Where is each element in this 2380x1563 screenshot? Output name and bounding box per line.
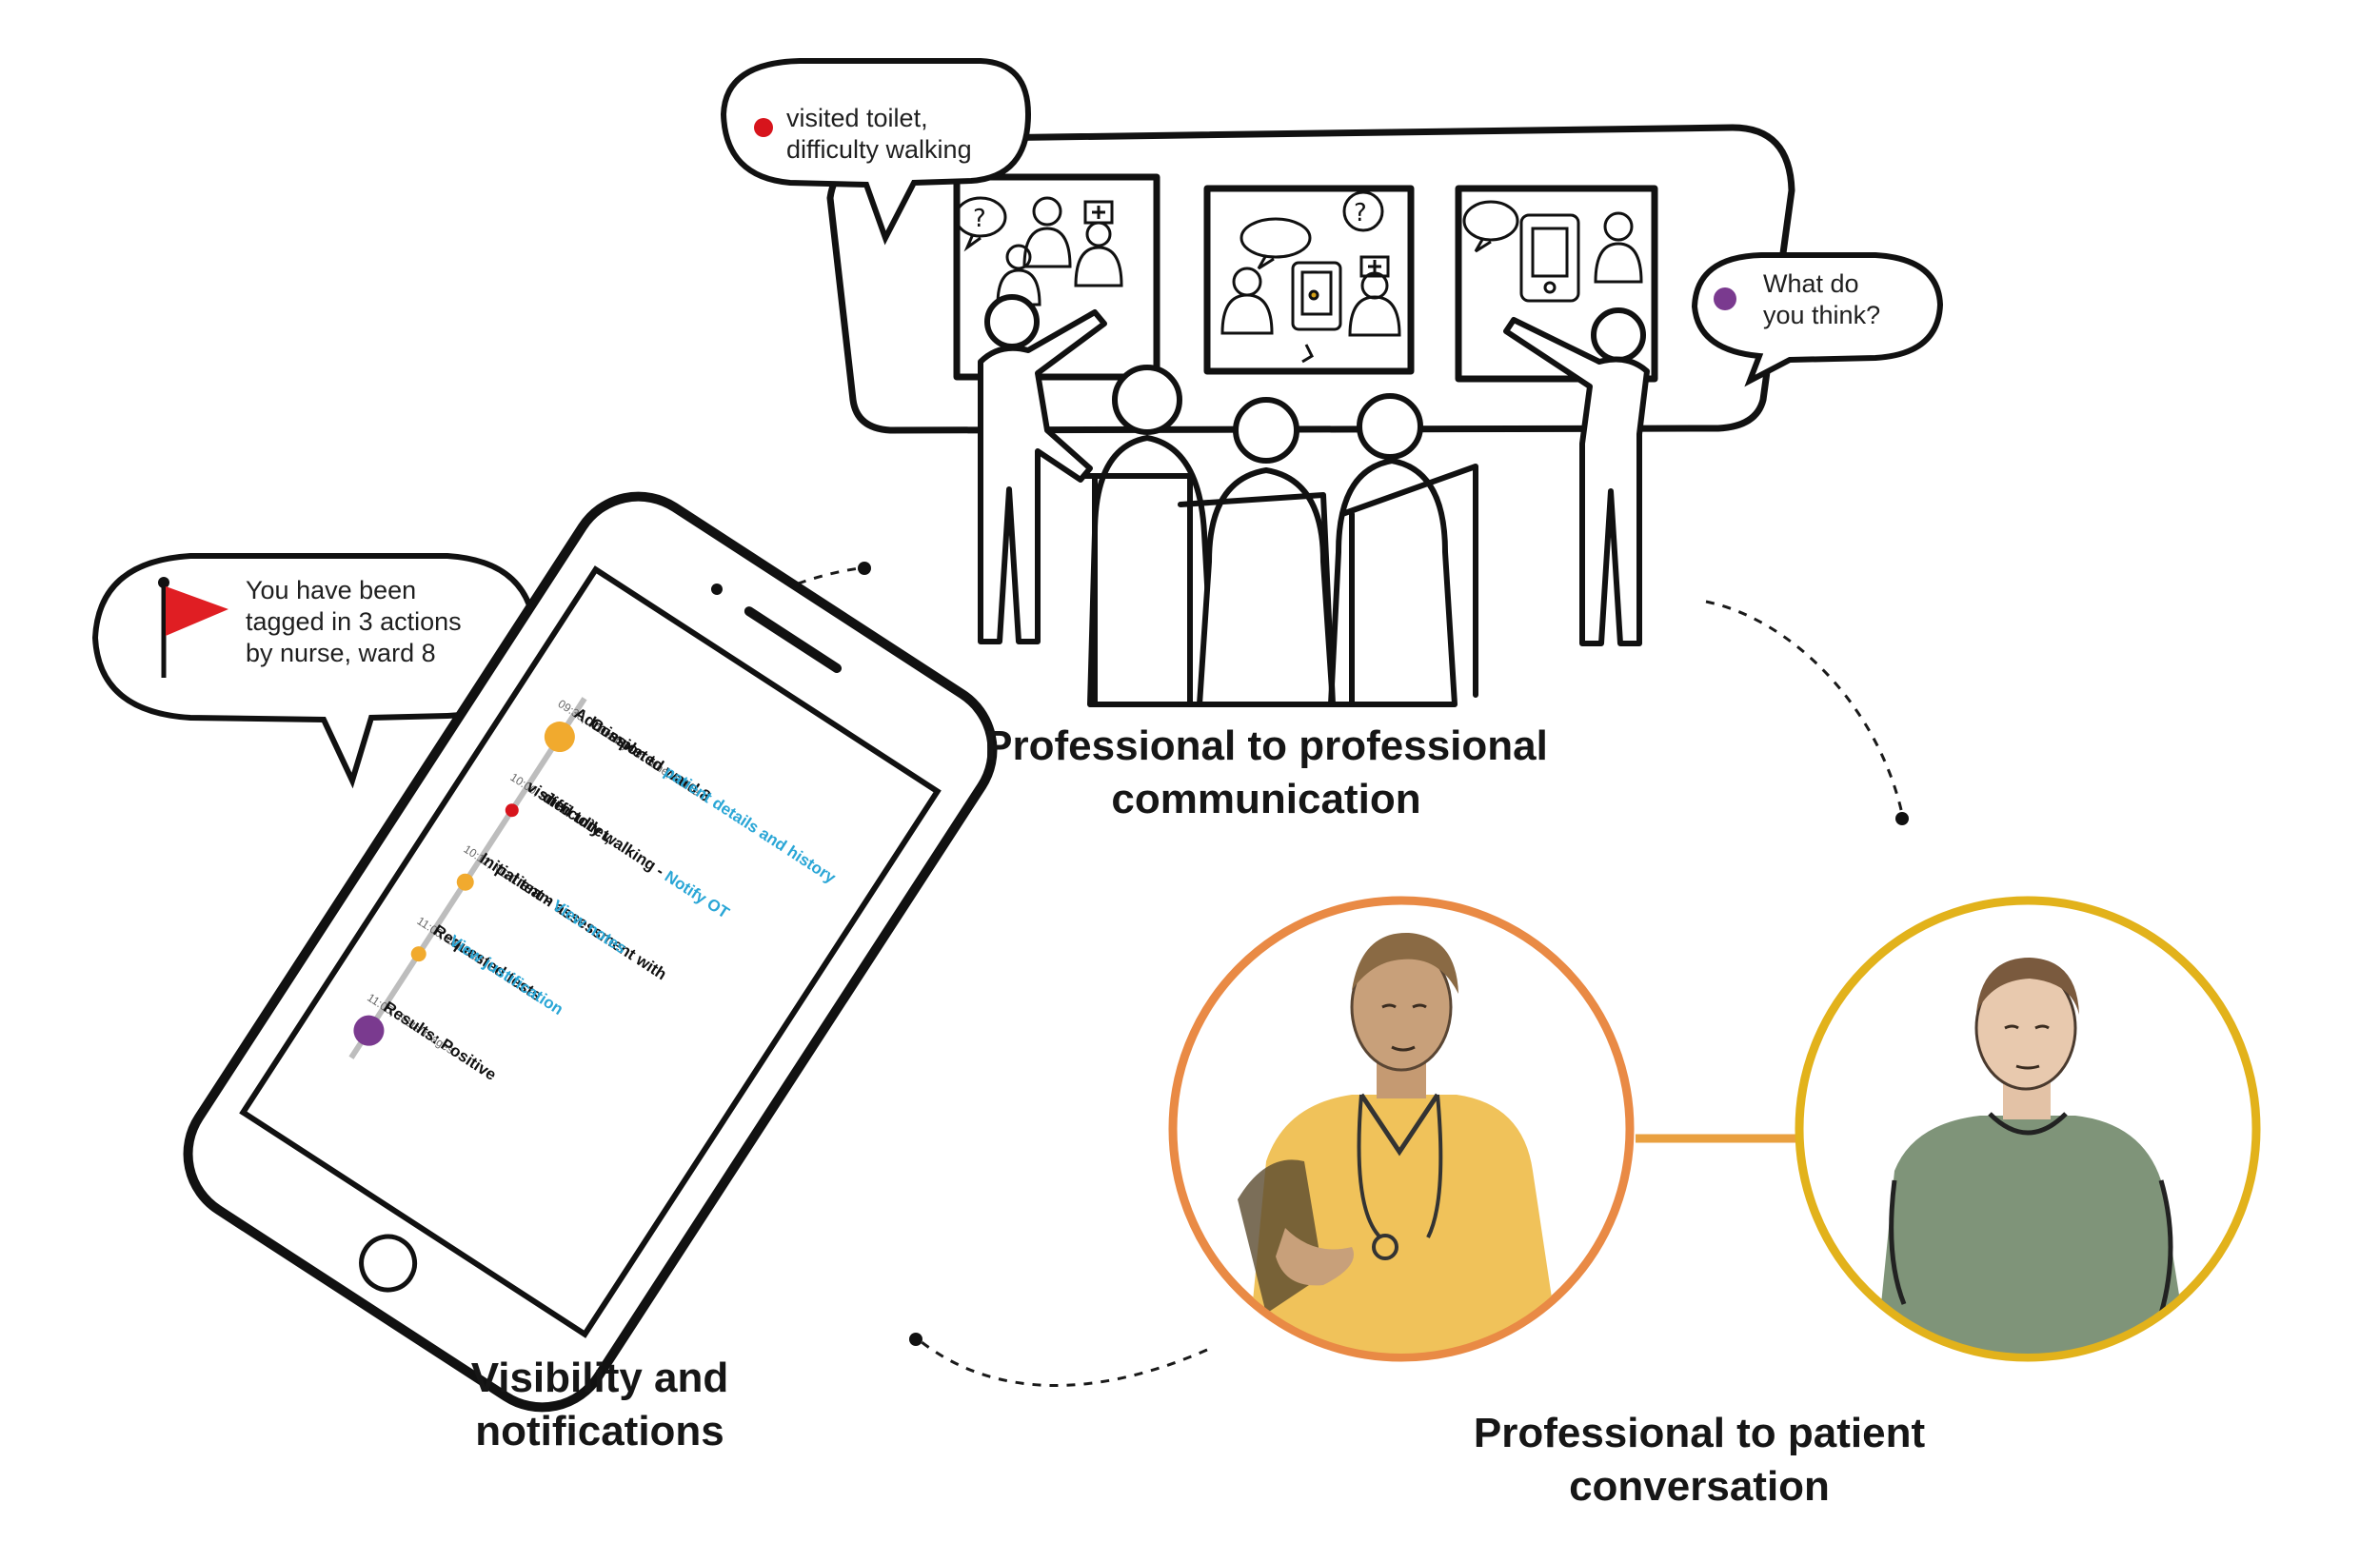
flag-icon	[158, 577, 228, 678]
tablet-icon	[1291, 261, 1342, 331]
question-icon: ?	[1354, 199, 1367, 228]
bubble-line: by nurse, ward 8	[246, 639, 436, 667]
speech-bubble-toilet	[720, 58, 1032, 246]
board-screen-1	[953, 173, 1160, 381]
bubble-line: visited toilet,	[786, 104, 928, 132]
screen1-content: ?	[954, 196, 1123, 307]
timeline-dot	[456, 873, 474, 891]
bubble-line: difficulty walking	[786, 135, 972, 164]
timeline-dot	[544, 722, 575, 753]
bubble-line: What do	[1763, 269, 1859, 298]
speech-bubble-think	[1691, 252, 1944, 387]
timeline-dot	[505, 803, 519, 818]
bubble-think-text: What do you think?	[1763, 268, 1880, 331]
status-dot-purple	[1714, 287, 1736, 310]
arc-circles-to-phone	[915, 1335, 1208, 1388]
bubble-tagged-text: You have been tagged in 3 actions by nur…	[246, 575, 462, 669]
screen2-content: ?	[1220, 190, 1401, 364]
tablet-icon	[1519, 213, 1580, 303]
caption-line: conversation	[1569, 1463, 1830, 1510]
connector-dot	[1895, 812, 1909, 825]
status-dot-red	[754, 118, 773, 137]
connector-dot	[909, 1333, 922, 1346]
caption-line: Professional to patient	[1473, 1410, 1926, 1456]
patient-portrait	[1875, 958, 2190, 1354]
caption-line: communication	[1111, 776, 1421, 822]
people-at-board	[978, 294, 1650, 707]
nurse-icon	[1348, 255, 1401, 337]
screen3-content	[1462, 200, 1643, 303]
nurse-icon	[1074, 200, 1123, 287]
bubble-line: tagged in 3 actions	[246, 607, 462, 636]
bubble-line: You have been	[246, 576, 417, 604]
caption-line: Visibility and	[470, 1355, 729, 1401]
question-icon: ?	[973, 205, 986, 233]
home-button	[359, 1234, 418, 1293]
board-screen-2	[1203, 185, 1415, 375]
caption-patient: Professional to patient conversation	[1390, 1407, 2009, 1514]
bubble-line: you think?	[1763, 301, 1881, 329]
timeline-dot	[353, 1015, 385, 1046]
timeline-dot	[410, 946, 426, 962]
speech-bubble-icon	[1240, 217, 1312, 270]
speech-bubble-icon	[1462, 200, 1519, 253]
bubble-toilet-text: visited toilet, difficulty walking	[786, 103, 972, 166]
board-screen-3	[1455, 185, 1658, 383]
caption-line: notifications	[475, 1408, 724, 1454]
connector-dot	[858, 562, 871, 575]
nurse-portrait	[1238, 932, 1561, 1354]
speech-bubble-icon	[954, 196, 1007, 252]
caption-line: Professional to professional	[984, 722, 1548, 769]
arc-board-to-circles	[1705, 600, 1904, 815]
caption-p2p: Professional to professional communicati…	[933, 720, 1599, 826]
caption-visibility: Visibility and notifications	[362, 1352, 838, 1458]
